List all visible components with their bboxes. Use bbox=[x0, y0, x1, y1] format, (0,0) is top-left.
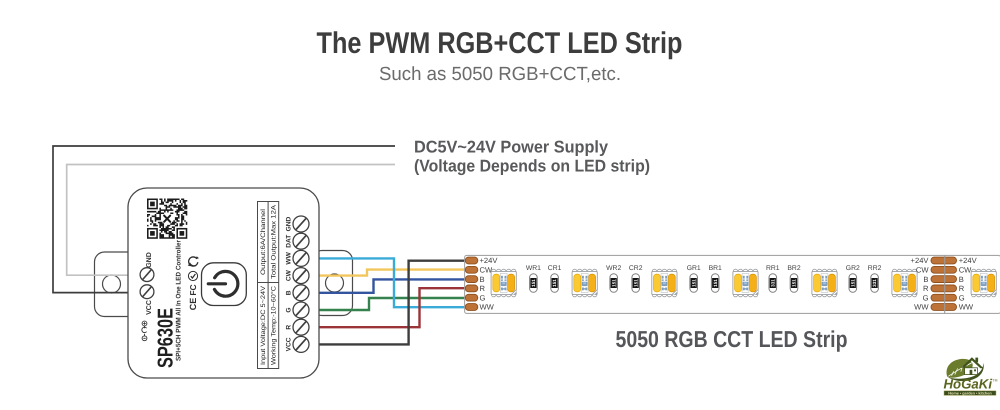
svg-text:TM: TM bbox=[993, 379, 998, 383]
svg-text:Input Voltage:DC 5~24V: Input Voltage:DC 5~24V bbox=[260, 285, 267, 365]
svg-text:CE: CE bbox=[188, 298, 198, 311]
svg-text:B: B bbox=[480, 275, 485, 284]
svg-text:WW: WW bbox=[914, 303, 929, 312]
svg-text:CW: CW bbox=[285, 269, 292, 281]
svg-text:GR1: GR1 bbox=[687, 265, 701, 272]
svg-text:R: R bbox=[959, 284, 965, 293]
svg-text:WW: WW bbox=[285, 251, 292, 264]
svg-text:GND: GND bbox=[285, 216, 292, 231]
svg-text:SP630E: SP630E bbox=[154, 308, 178, 368]
svg-text:GR2: GR2 bbox=[846, 265, 860, 272]
svg-text:+24V: +24V bbox=[911, 256, 930, 265]
svg-text:CW: CW bbox=[916, 266, 929, 275]
svg-text:WW: WW bbox=[480, 303, 495, 312]
svg-text:+24V: +24V bbox=[480, 256, 499, 265]
svg-text:G: G bbox=[480, 293, 486, 302]
svg-text:BR1: BR1 bbox=[709, 265, 722, 272]
svg-text:VCC: VCC bbox=[146, 300, 153, 315]
svg-text:Total Output:Max 12A: Total Output:Max 12A bbox=[271, 204, 278, 279]
svg-text:RR2: RR2 bbox=[868, 265, 882, 272]
svg-text:WW: WW bbox=[959, 303, 974, 312]
svg-text:FC: FC bbox=[188, 284, 198, 295]
svg-text:R: R bbox=[285, 325, 292, 330]
svg-text:DC5V~24V Power Supply: DC5V~24V Power Supply bbox=[414, 138, 609, 157]
svg-text:CR1: CR1 bbox=[548, 265, 562, 272]
svg-text:CW: CW bbox=[959, 266, 972, 275]
svg-text:RR1: RR1 bbox=[766, 265, 780, 272]
svg-text:Working Temp:-10~60°C: Working Temp:-10~60°C bbox=[271, 286, 278, 365]
svg-text:CR2: CR2 bbox=[629, 265, 643, 272]
svg-text:VCC: VCC bbox=[285, 337, 292, 351]
svg-text:The PWM RGB+CCT LED Strip: The PWM RGB+CCT LED Strip bbox=[317, 27, 683, 60]
svg-text:HoGaKi: HoGaKi bbox=[944, 377, 993, 392]
svg-text:B: B bbox=[959, 275, 964, 284]
svg-text:5050 RGB CCT LED Strip: 5050 RGB CCT LED Strip bbox=[616, 326, 848, 352]
svg-text:(Voltage Depends on LED strip): (Voltage Depends on LED strip) bbox=[414, 157, 650, 176]
svg-text:Home • garden • kitchen: Home • garden • kitchen bbox=[948, 391, 992, 395]
svg-text:Such as 5050 RGB+CCT,etc.: Such as 5050 RGB+CCT,etc. bbox=[379, 64, 621, 85]
svg-text:WR2: WR2 bbox=[606, 265, 621, 272]
svg-text:G: G bbox=[923, 293, 929, 302]
svg-text:SPI+5CH PWM All In One LED Con: SPI+5CH PWM All In One LED Controller bbox=[175, 240, 182, 361]
svg-text:G: G bbox=[959, 293, 965, 302]
svg-text:R: R bbox=[480, 284, 486, 293]
svg-text:G: G bbox=[285, 307, 292, 312]
svg-text:Output:6A/Channel: Output:6A/Channel bbox=[260, 209, 267, 275]
svg-text:R: R bbox=[923, 284, 929, 293]
svg-text:B: B bbox=[923, 275, 928, 284]
svg-text:BR2: BR2 bbox=[787, 265, 800, 272]
svg-text:GND: GND bbox=[146, 252, 153, 268]
svg-text:WR1: WR1 bbox=[526, 265, 541, 272]
svg-text:+24V: +24V bbox=[959, 256, 978, 265]
svg-text:B: B bbox=[285, 290, 292, 295]
svg-text:DAT: DAT bbox=[285, 235, 292, 248]
svg-text:CW: CW bbox=[480, 266, 493, 275]
